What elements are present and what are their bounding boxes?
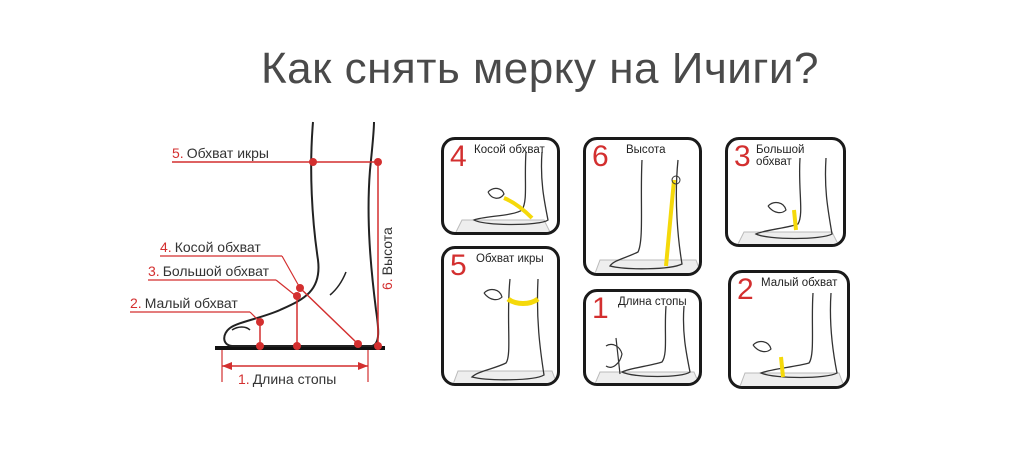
card-number: 1	[592, 292, 609, 325]
card-length: 1 Длина стопы	[583, 289, 702, 386]
card-label: Косой обхват	[474, 144, 545, 156]
height-illustration	[594, 159, 699, 273]
label-height: 6.Высота	[379, 227, 395, 290]
label-big: 3.Большой обхват	[148, 263, 270, 279]
card-small: 2 Малый обхват	[728, 270, 850, 389]
oblique-illustration	[455, 151, 551, 232]
calf-illustration	[452, 278, 557, 383]
foot-measurement-diagram: 5.Обхват икры 4.Косой обхват 3.Большой о…	[130, 121, 395, 387]
label-calf: 5.Обхват икры	[172, 145, 269, 161]
card-oblique: 4 Косой обхват	[441, 137, 560, 235]
leg-outline	[223, 121, 380, 347]
small-illustration	[739, 292, 845, 386]
ankle-bone-line	[329, 271, 347, 296]
card-label: Малый обхват	[761, 277, 838, 289]
card-number: 2	[737, 273, 754, 306]
label-small: 2.Малый обхват	[130, 295, 238, 311]
toenail-line	[231, 326, 251, 331]
card-number: 5	[450, 249, 467, 282]
card-label: Обхват икры	[476, 253, 544, 265]
label-oblique: 4.Косой обхват	[160, 239, 261, 255]
card-number: 4	[450, 140, 467, 173]
card-label: Длина стопы	[618, 296, 687, 308]
card-big: 3 Большой обхват	[725, 137, 846, 247]
page-title: Как снять мерку на Ичиги?	[261, 44, 819, 93]
card-height: 6 Высота	[583, 137, 702, 276]
card-label: Большой обхват	[756, 144, 805, 168]
label-length: 1.Длина стопы	[238, 371, 336, 387]
big-illustration	[737, 157, 839, 244]
card-number: 3	[734, 140, 751, 173]
card-calf: 5 Обхват икры	[441, 246, 560, 386]
card-label: Высота	[626, 144, 666, 156]
card-number: 6	[592, 140, 609, 173]
length-illustration	[594, 305, 699, 383]
